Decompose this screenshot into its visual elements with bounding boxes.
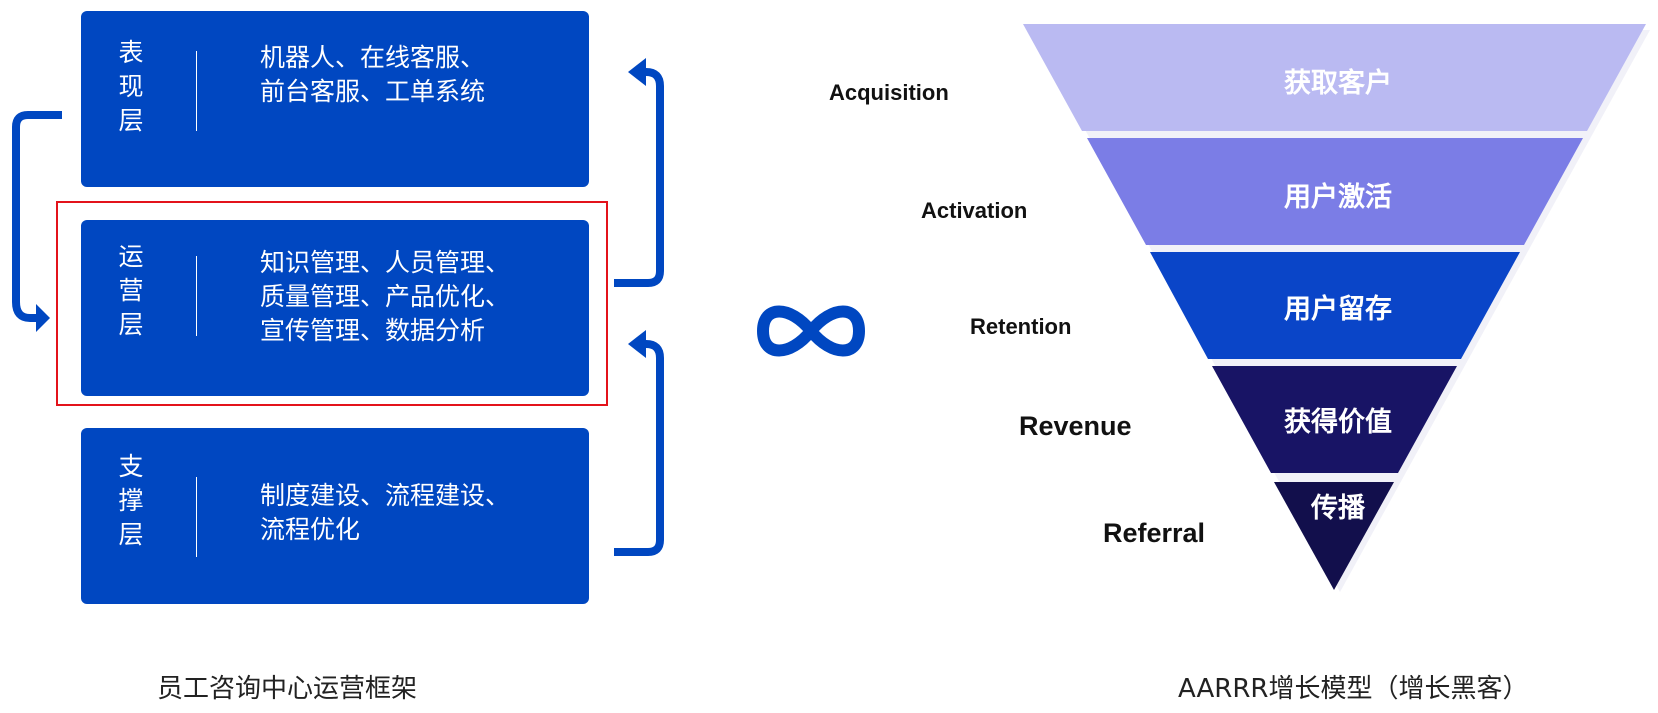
layer-description: 制度建设、流程建设、 流程优化 xyxy=(260,481,511,544)
arrow-right-upper xyxy=(614,68,664,287)
arrowhead-left xyxy=(628,330,646,358)
funnel-stage-revenue xyxy=(1212,366,1457,473)
layer-name: 支 撑 层 xyxy=(118,452,144,549)
arrow-right-lower xyxy=(614,340,664,556)
stage-label-referral: Referral xyxy=(1103,518,1206,548)
stage-label-revenue: Revenue xyxy=(1019,411,1132,441)
funnel-stage-retention xyxy=(1150,252,1520,359)
funnel-stage-acquisition xyxy=(1023,24,1646,131)
stage-label-retention: Retention xyxy=(970,314,1072,339)
stage-label-acquisition: Acquisition xyxy=(829,80,949,105)
framework-caption: 员工咨询中心运营框架 xyxy=(157,674,418,704)
stage-label-activation: Activation xyxy=(921,198,1028,223)
funnel-caption: AARRR增长模型（增长黑客） xyxy=(1178,674,1529,704)
layer-description: 知识管理、人员管理、 质量管理、产品优化、 宣传管理、数据分析 xyxy=(260,248,511,345)
funnel-stage-label: 获取客户 xyxy=(1284,67,1392,99)
funnel-stage-label: 用户留存 xyxy=(1284,293,1392,325)
highlight-frame xyxy=(56,201,608,406)
layer-box-support: 支 撑 层 制度建设、流程建设、 流程优化 xyxy=(81,428,589,604)
arrow-left-loop xyxy=(12,111,62,322)
funnel-stage-label: 获得价值 xyxy=(1284,407,1392,438)
layer-box-operations: 运 营 层 知识管理、人员管理、 质量管理、产品优化、 宣传管理、数据分析 xyxy=(81,220,589,396)
infinity-icon xyxy=(756,305,866,357)
funnel-stage-activation xyxy=(1087,138,1583,245)
layer-divider xyxy=(196,256,197,336)
funnel-stage-label: 用户激活 xyxy=(1284,181,1392,213)
arrowhead-right xyxy=(36,304,50,332)
layer-divider xyxy=(196,477,197,557)
funnel-stage-referral xyxy=(1274,482,1394,590)
layer-box-presentation: 表 现 层 机器人、在线客服、 前台客服、工单系统 xyxy=(81,11,589,187)
funnel-stage-label: 传播 xyxy=(1310,493,1366,524)
arrowhead-left xyxy=(628,58,646,86)
layer-name: 运 营 层 xyxy=(118,242,144,339)
layer-name: 表 现 层 xyxy=(118,38,144,135)
layer-description: 机器人、在线客服、 前台客服、工单系统 xyxy=(260,43,486,106)
layer-divider xyxy=(196,51,197,131)
